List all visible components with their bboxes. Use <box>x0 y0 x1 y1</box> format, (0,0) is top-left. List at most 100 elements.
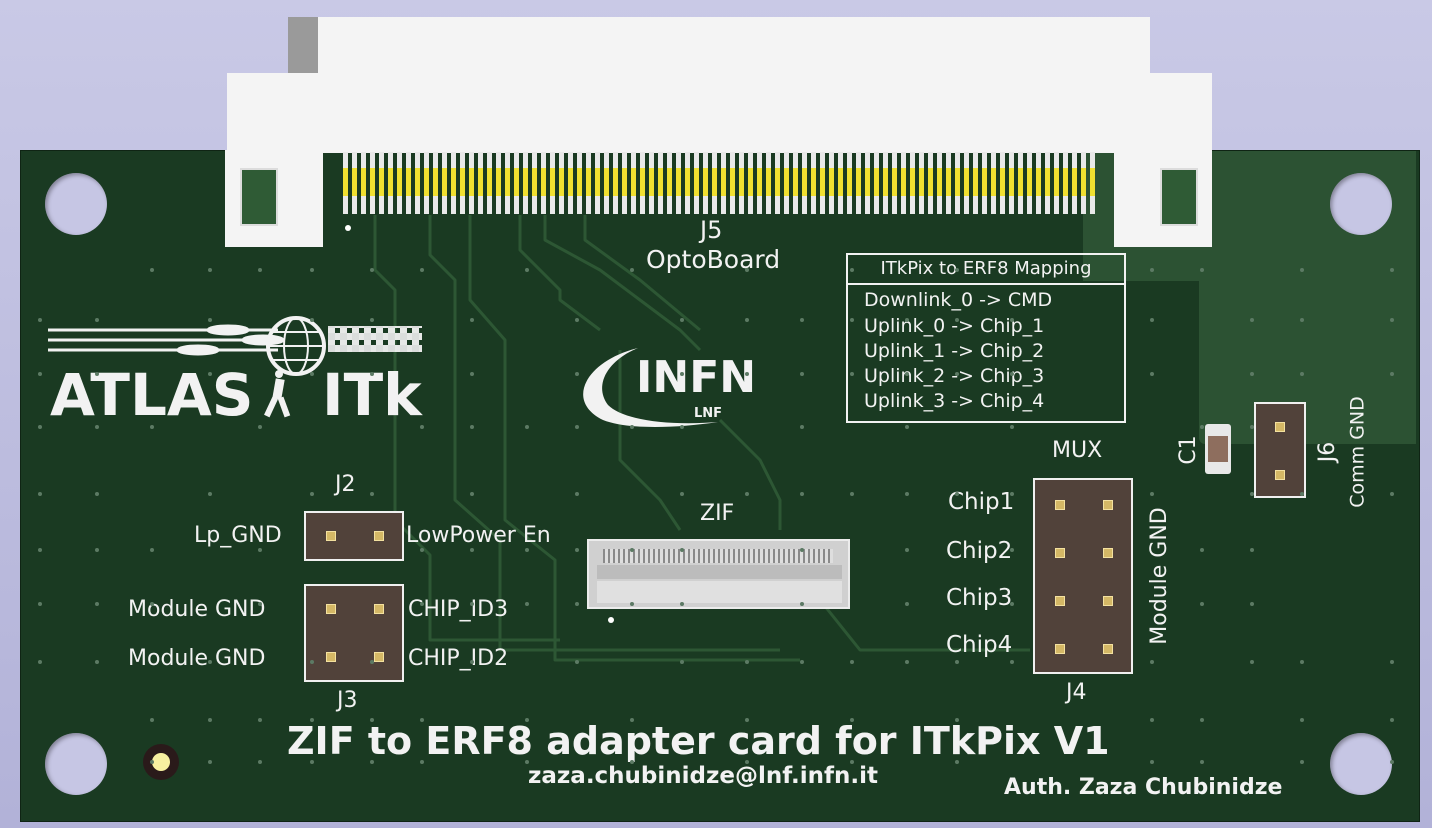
via <box>370 318 374 322</box>
via <box>955 372 959 376</box>
j2-right-label: LowPower En <box>406 523 551 548</box>
via <box>905 425 909 429</box>
via <box>310 492 314 496</box>
via <box>1150 718 1154 722</box>
via <box>150 602 154 606</box>
via <box>905 372 909 376</box>
via <box>1390 268 1394 272</box>
via <box>1200 548 1204 552</box>
via <box>800 602 804 606</box>
j3-right-label: CHIP_ID3 <box>408 597 509 622</box>
j3-left-label: Module GND <box>128 646 266 671</box>
via <box>575 492 579 496</box>
via <box>470 372 474 376</box>
mapping-row: Uplink_2 -> Chip_3 <box>864 365 1045 387</box>
via <box>1200 760 1204 764</box>
via <box>1300 318 1304 322</box>
j2-ref: J2 <box>335 472 356 497</box>
via <box>630 602 634 606</box>
via <box>1150 268 1154 272</box>
header-j3 <box>304 584 404 682</box>
via <box>630 718 634 722</box>
via <box>955 318 959 322</box>
mapping-table: ITkPix to ERF8 Mapping Downlink_0 -> CMD… <box>846 253 1126 423</box>
via <box>955 760 959 764</box>
via <box>1150 760 1154 764</box>
pin <box>1103 500 1113 510</box>
via <box>420 602 424 606</box>
atlas-wordmark: ATLAS <box>50 361 254 429</box>
pin <box>1103 548 1113 558</box>
pin <box>326 604 336 614</box>
via <box>208 318 212 322</box>
via <box>420 548 424 552</box>
via <box>1150 492 1154 496</box>
pin <box>1103 596 1113 606</box>
via <box>258 718 262 722</box>
mapping-row: Uplink_0 -> Chip_1 <box>864 315 1045 337</box>
via <box>575 660 579 664</box>
via <box>470 602 474 606</box>
via <box>370 372 374 376</box>
via <box>208 718 212 722</box>
via <box>420 760 424 764</box>
via <box>1010 660 1014 664</box>
via <box>310 372 314 376</box>
via <box>95 318 99 322</box>
via <box>38 372 42 376</box>
pin <box>1103 644 1113 654</box>
via <box>1010 425 1014 429</box>
j4-ref: J4 <box>1066 680 1087 705</box>
mounting-hole-top-right <box>1330 173 1392 235</box>
via <box>95 548 99 552</box>
via <box>745 372 749 376</box>
pixel-grid-icon <box>328 326 422 352</box>
via <box>525 548 529 552</box>
via <box>1150 660 1154 664</box>
pin <box>1055 596 1065 606</box>
via <box>680 492 684 496</box>
via <box>95 372 99 376</box>
via <box>95 425 99 429</box>
via <box>95 660 99 664</box>
via <box>1390 760 1394 764</box>
via <box>800 372 804 376</box>
via <box>800 425 804 429</box>
via <box>745 268 749 272</box>
infn-wordmark: INFN <box>636 352 757 403</box>
j4-chip-label: Chip4 <box>946 632 1013 658</box>
via <box>1300 268 1304 272</box>
via <box>1200 268 1204 272</box>
via <box>310 660 314 664</box>
via <box>1010 318 1014 322</box>
via <box>470 492 474 496</box>
via <box>420 718 424 722</box>
via <box>208 492 212 496</box>
via <box>1300 492 1304 496</box>
j3-left-label: Module GND <box>128 597 266 622</box>
via <box>850 268 854 272</box>
pcb-board <box>20 150 1420 822</box>
j3-right-label: CHIP_ID2 <box>408 646 509 671</box>
via <box>905 548 909 552</box>
j5-name: OptoBoard <box>646 245 781 274</box>
pin <box>1055 644 1065 654</box>
via <box>420 425 424 429</box>
via <box>258 548 262 552</box>
via <box>1150 372 1154 376</box>
via <box>905 660 909 664</box>
via <box>1010 372 1014 376</box>
via <box>1010 602 1014 606</box>
mounting-hole-top-left <box>45 173 107 235</box>
j4-chip-label: Chip2 <box>946 538 1013 564</box>
via <box>575 372 579 376</box>
j3-ref: J3 <box>337 688 358 713</box>
via <box>38 318 42 322</box>
via <box>1010 492 1014 496</box>
pin <box>374 652 384 662</box>
header-j6 <box>1254 402 1306 498</box>
via <box>1200 425 1204 429</box>
via <box>680 548 684 552</box>
mapping-row: Uplink_3 -> Chip_4 <box>864 390 1045 412</box>
via <box>955 268 959 272</box>
